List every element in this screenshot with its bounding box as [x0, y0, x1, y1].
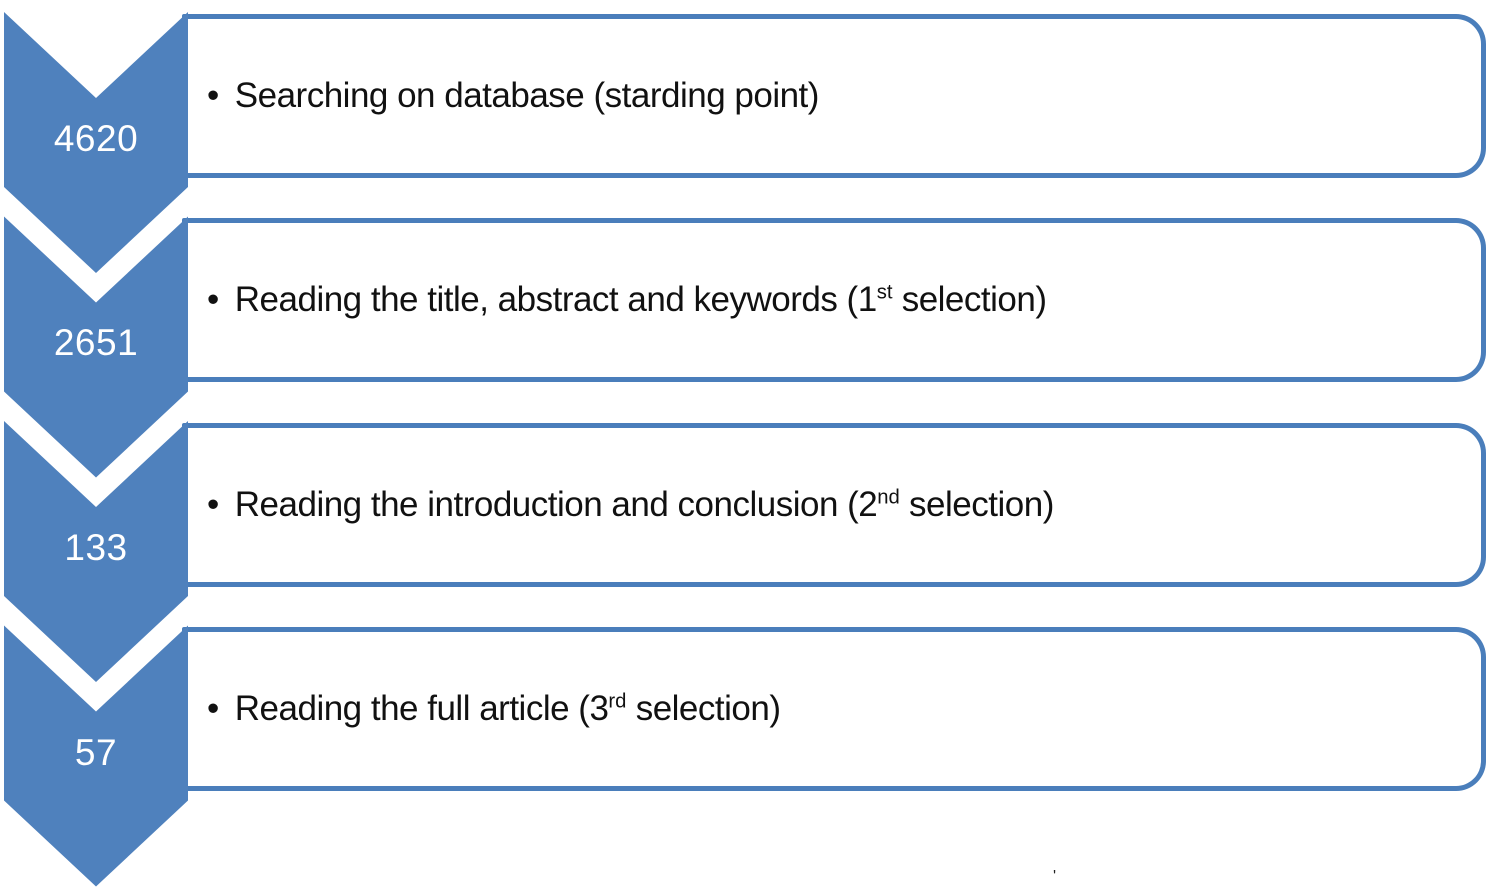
step-text: • Searching on database (starding point)	[207, 76, 819, 116]
step-box: • Reading the introduction and conclusion…	[182, 423, 1486, 587]
step-text-ordinal-suffix: rd	[608, 690, 627, 713]
step-text-ordinal-suffix: nd	[877, 486, 900, 509]
chevron-arrow-icon	[4, 12, 188, 273]
step-text: • Reading the title, abstract and keyword…	[207, 280, 1047, 320]
chevron-arrow-icon	[4, 216, 188, 478]
bullet-icon: •	[207, 485, 219, 524]
chevron-arrow-icon	[4, 625, 188, 887]
stray-mark: '	[1053, 868, 1057, 885]
step-text-tail: selection)	[626, 689, 781, 728]
bullet-icon: •	[207, 689, 219, 728]
step-box: • Reading the full article (3rd selection…	[182, 627, 1486, 791]
step-text: • Reading the full article (3rd selection…	[207, 689, 781, 729]
bullet-icon: •	[207, 76, 219, 115]
step-box: • Reading the title, abstract and keyword…	[182, 218, 1486, 382]
chevron-column	[4, 12, 188, 887]
step-text-ordinal-suffix: st	[876, 281, 893, 304]
step-text-main: Reading the title, abstract and keywords…	[234, 280, 877, 319]
chevron-arrow-icon	[4, 421, 188, 682]
bullet-icon: •	[207, 280, 219, 319]
step-text-main: Searching on database (starding point)	[234, 76, 820, 115]
step-text-main: Reading the introduction and conclusion …	[234, 485, 878, 524]
step-count: 4620	[53, 118, 139, 159]
step-count: 57	[74, 732, 118, 773]
step-count: 133	[64, 527, 128, 568]
step-text-main: Reading the full article (3	[234, 689, 609, 728]
step-text-tail: selection)	[899, 485, 1054, 524]
step-box: • Searching on database (starding point)	[182, 14, 1486, 178]
step-text: • Reading the introduction and conclusion…	[207, 485, 1054, 525]
step-text-tail: selection)	[892, 280, 1047, 319]
step-count: 2651	[53, 322, 139, 363]
